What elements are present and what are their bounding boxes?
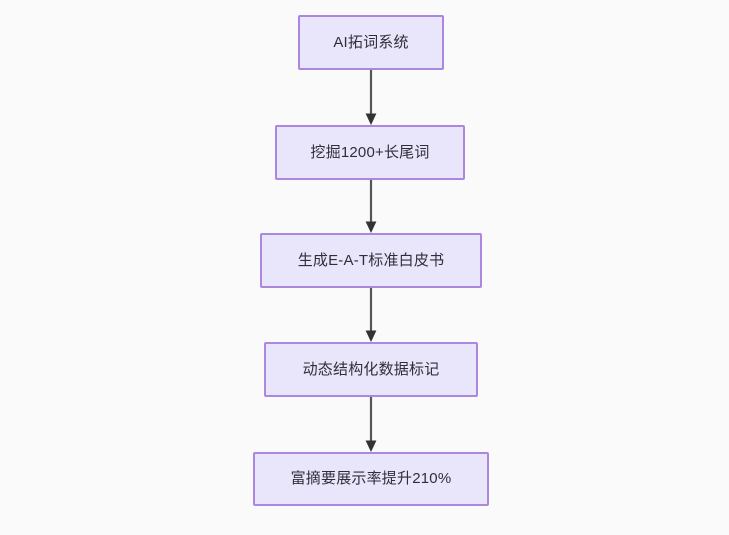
flow-edge-n2-n3 — [363, 288, 379, 342]
flow-node-label: 富摘要展示率提升210% — [290, 470, 452, 487]
flow-node-label: 挖掘1200+长尾词 — [310, 143, 430, 161]
flow-node-ai-keyword-system[interactable]: AI拓词系统 — [298, 15, 444, 70]
flow-node-dynamic-structured-data-markup[interactable]: 动态结构化数据标记 — [264, 342, 478, 397]
flow-edge-n3-n4 — [363, 397, 379, 452]
flow-node-generate-eat-whitepaper[interactable]: 生成E-A-T标准白皮书 — [260, 233, 482, 288]
flow-node-mine-longtail-keywords[interactable]: 挖掘1200+长尾词 — [275, 125, 465, 180]
flow-node-rich-snippet-rate-increase[interactable]: 富摘要展示率提升210% — [253, 452, 489, 506]
flow-edge-n1-n2 — [363, 180, 379, 233]
flow-node-label: 生成E-A-T标准白皮书 — [297, 251, 445, 269]
flow-edge-n0-n1 — [363, 70, 379, 125]
flow-node-label: AI拓词系统 — [333, 33, 409, 51]
flow-node-label: 动态结构化数据标记 — [302, 360, 440, 378]
